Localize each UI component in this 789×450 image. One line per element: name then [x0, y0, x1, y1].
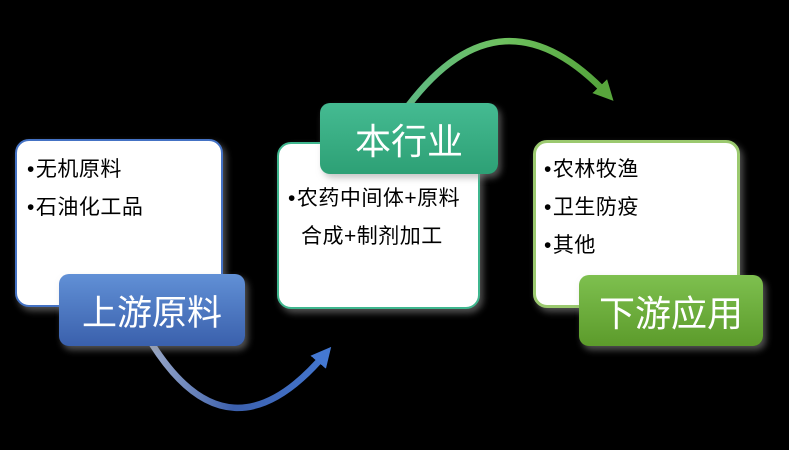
list-item-text: 农林牧渔	[552, 158, 639, 181]
list-item: •农药中间体+原料合成+制剂加工	[288, 180, 472, 256]
bullet-icon: •	[544, 196, 552, 219]
list-item-text: 农药中间体+原料合成+制剂加工	[296, 187, 461, 248]
arrow-industry-to-downstream	[405, 37, 614, 108]
bullet-icon: •	[544, 158, 552, 181]
bullet-icon: •	[27, 196, 35, 219]
list-item: •其他	[544, 227, 731, 265]
list-item: •卫生防疫	[544, 189, 731, 227]
list-item-text: 无机原料	[35, 158, 122, 181]
list-item-text: 其他	[552, 234, 596, 257]
bullet-icon: •	[27, 158, 35, 181]
upstream-item-list: •无机原料 •石油化工品	[27, 151, 215, 227]
list-item-text: 卫生防疫	[552, 196, 639, 219]
bullet-icon: •	[288, 187, 296, 210]
industry-box: •农药中间体+原料合成+制剂加工	[277, 142, 480, 309]
downstream-label: 下游应用	[579, 275, 763, 346]
industry-item-list: •农药中间体+原料合成+制剂加工	[288, 180, 472, 256]
list-item: •无机原料	[27, 151, 215, 189]
list-item-text: 石油化工品	[35, 196, 144, 219]
list-item: •农林牧渔	[544, 151, 731, 189]
industry-label: 本行业	[320, 103, 498, 174]
downstream-item-list: •农林牧渔 •卫生防疫 •其他	[544, 151, 731, 265]
arrow-upstream-to-industry	[149, 342, 332, 411]
upstream-label: 上游原料	[59, 274, 245, 346]
list-item: •石油化工品	[27, 189, 215, 227]
bullet-icon: •	[544, 234, 552, 257]
